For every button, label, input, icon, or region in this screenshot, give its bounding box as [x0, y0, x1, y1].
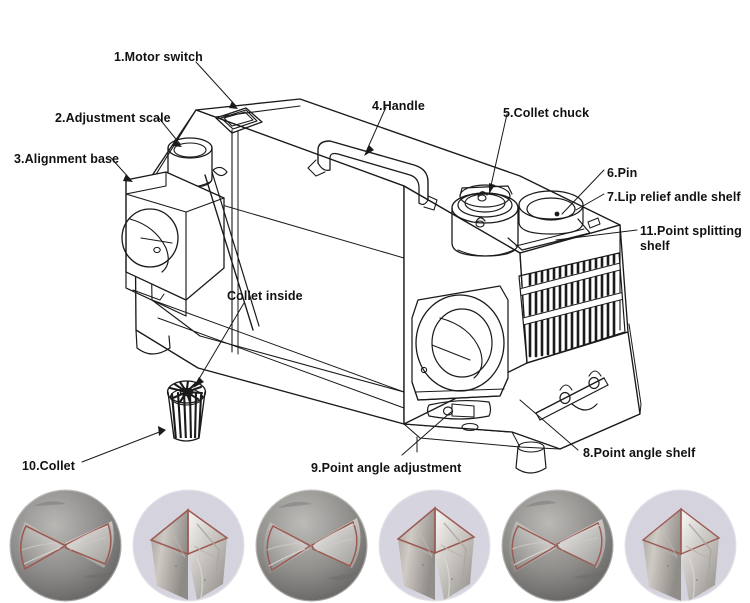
label-point-angle-adjustment: 9.Point angle adjustment	[311, 461, 462, 475]
label-collet: 10.Collet	[22, 459, 75, 473]
label-point-angle-shelf: 8.Point angle shelf	[583, 446, 696, 460]
drill-tip-photo-strip	[0, 488, 750, 603]
photo-drill-tip-side-view-3	[623, 488, 738, 603]
photo-drill-tip-end-view-2	[254, 488, 369, 603]
label-point-splitting-shelf: 11.Point splitting shelf	[640, 224, 742, 253]
label-pin: 6.Pin	[607, 166, 638, 180]
label-motor-switch: 1.Motor switch	[114, 50, 203, 64]
photo-drill-tip-end-view-1	[8, 488, 123, 603]
label-adjustment-scale: 2.Adjustment scale	[55, 111, 171, 125]
machine-line-drawing	[81, 61, 642, 474]
label-collet-inside: Collet inside	[227, 289, 303, 303]
photo-drill-tip-side-view-2	[377, 488, 492, 603]
photo-drill-tip-side-view-1	[131, 488, 246, 603]
label-handle: 4.Handle	[372, 99, 425, 113]
label-lip-relief-angle-shelf: 7.Lip relief andle shelf	[607, 190, 741, 204]
photo-drill-tip-end-view-3	[500, 488, 615, 603]
label-collet-chuck: 5.Collet chuck	[503, 106, 590, 120]
label-alignment-base: 3.Alignment base	[14, 152, 120, 166]
